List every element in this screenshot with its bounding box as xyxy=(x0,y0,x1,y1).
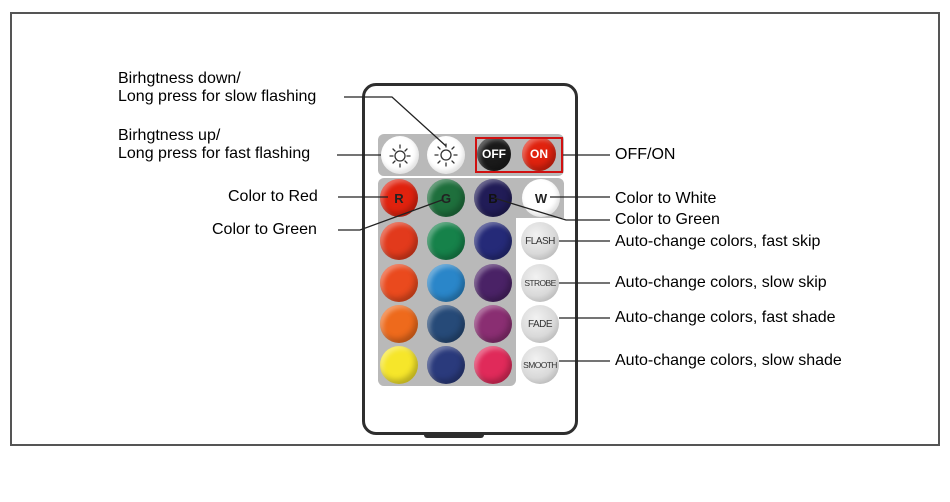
color-button[interactable] xyxy=(380,305,418,343)
brightness-down-label: Birhgtness down/ Long press for slow fla… xyxy=(118,70,317,105)
color-button[interactable] xyxy=(380,346,418,384)
color-button[interactable] xyxy=(427,346,465,384)
color-red-label: Color to Red xyxy=(228,188,318,205)
brightness-down-button[interactable] xyxy=(381,136,419,174)
line-color-green-right xyxy=(493,197,610,221)
strobe-button[interactable]: STROBE xyxy=(521,264,559,302)
color-button[interactable] xyxy=(380,264,418,302)
blue-button-label: B xyxy=(488,190,498,206)
color-green-right-label: Color to Green xyxy=(615,211,720,228)
on-button[interactable]: ON xyxy=(522,137,556,171)
strobe-button-label: STROBE xyxy=(524,278,556,288)
fade-desc-label: Auto-change colors, fast shade xyxy=(615,309,836,326)
brightness-down-icon xyxy=(389,144,411,168)
green-button[interactable]: G xyxy=(427,179,465,217)
color-white-label: Color to White xyxy=(615,190,717,207)
off-button[interactable]: OFF xyxy=(477,137,511,171)
green-button-label: G xyxy=(440,190,452,206)
brightness-up-icon xyxy=(434,143,458,167)
color-button[interactable] xyxy=(427,222,465,260)
color-button[interactable] xyxy=(380,222,418,260)
line-brightness-down xyxy=(344,96,447,147)
red-button-label: R xyxy=(394,190,404,206)
blue-button[interactable]: B xyxy=(474,179,512,217)
brightness-up-label: Birhgtness up/ Long press for fast flash… xyxy=(118,127,311,162)
off-on-label: OFF/ON xyxy=(615,146,676,163)
white-button[interactable]: W xyxy=(522,179,560,217)
strobe-desc-label: Auto-change colors, slow skip xyxy=(615,274,827,291)
line-color-green-left xyxy=(338,199,443,231)
color-button[interactable] xyxy=(474,305,512,343)
white-button-label: W xyxy=(534,190,548,206)
remote-bottom-tab xyxy=(424,432,484,438)
smooth-button-label: SMOOTH xyxy=(523,360,557,370)
on-button-label: ON xyxy=(530,147,548,161)
color-button[interactable] xyxy=(474,264,512,302)
fade-button-label: FADE xyxy=(527,318,553,330)
off-on-highlight-box xyxy=(475,137,563,173)
flash-button[interactable]: FLASH xyxy=(521,222,559,260)
flash-desc-label: Auto-change colors, fast skip xyxy=(615,233,821,250)
color-button[interactable] xyxy=(427,305,465,343)
fade-button[interactable]: FADE xyxy=(521,305,559,343)
flash-button-label: FLASH xyxy=(525,235,555,247)
color-button[interactable] xyxy=(427,264,465,302)
color-button[interactable] xyxy=(474,346,512,384)
off-button-label: OFF xyxy=(482,147,506,161)
color-green-left-label: Color to Green xyxy=(212,221,317,238)
smooth-button[interactable]: SMOOTH xyxy=(521,346,559,384)
brightness-up-button[interactable] xyxy=(427,136,465,174)
color-button[interactable] xyxy=(474,222,512,260)
smooth-desc-label: Auto-change colors, slow shade xyxy=(615,352,842,369)
